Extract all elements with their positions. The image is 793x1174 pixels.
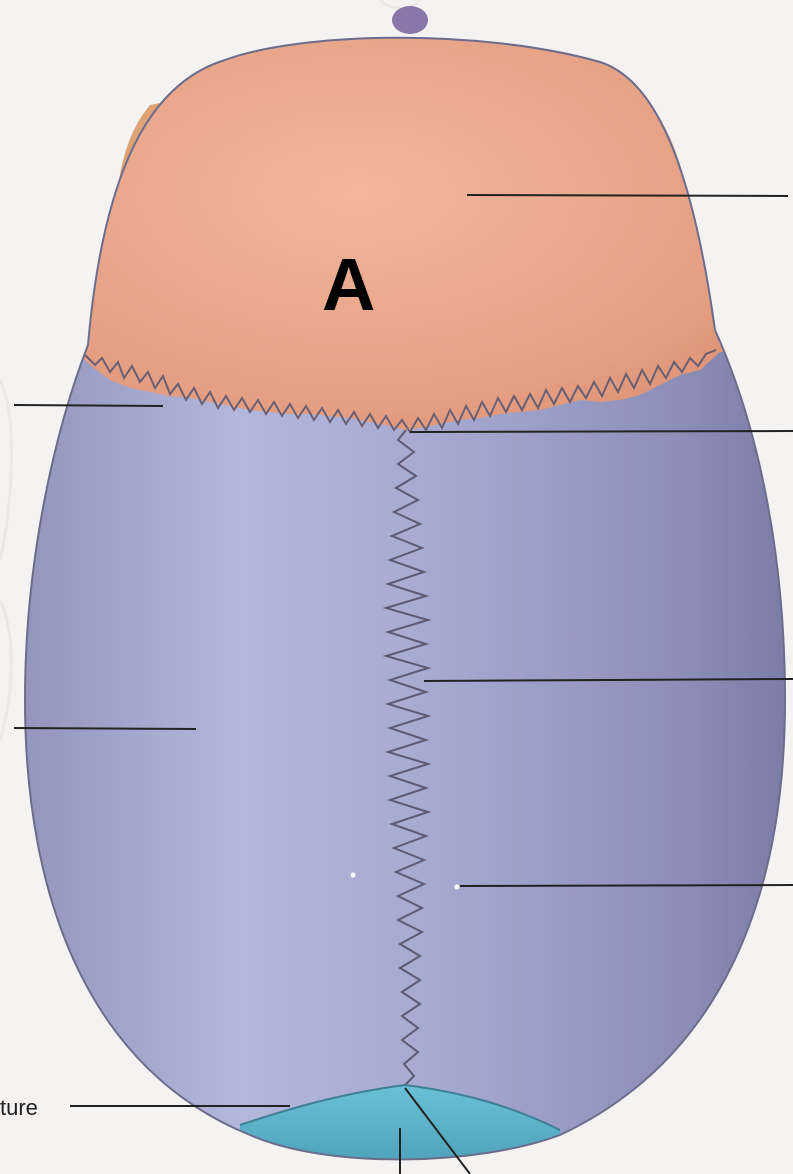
- nasal-bone-tip: [392, 6, 428, 34]
- leader-parietal: [14, 728, 196, 729]
- partial-suture-label: ture: [0, 1097, 38, 1119]
- leader-foramen: [460, 885, 793, 886]
- region-label-a: A: [322, 248, 375, 322]
- leader-bregma: [410, 431, 793, 432]
- parietal-foramen-right: [455, 885, 460, 890]
- leader-coronal: [14, 405, 163, 406]
- parietal-foramen-left: [351, 873, 356, 878]
- leader-frontal: [467, 195, 788, 196]
